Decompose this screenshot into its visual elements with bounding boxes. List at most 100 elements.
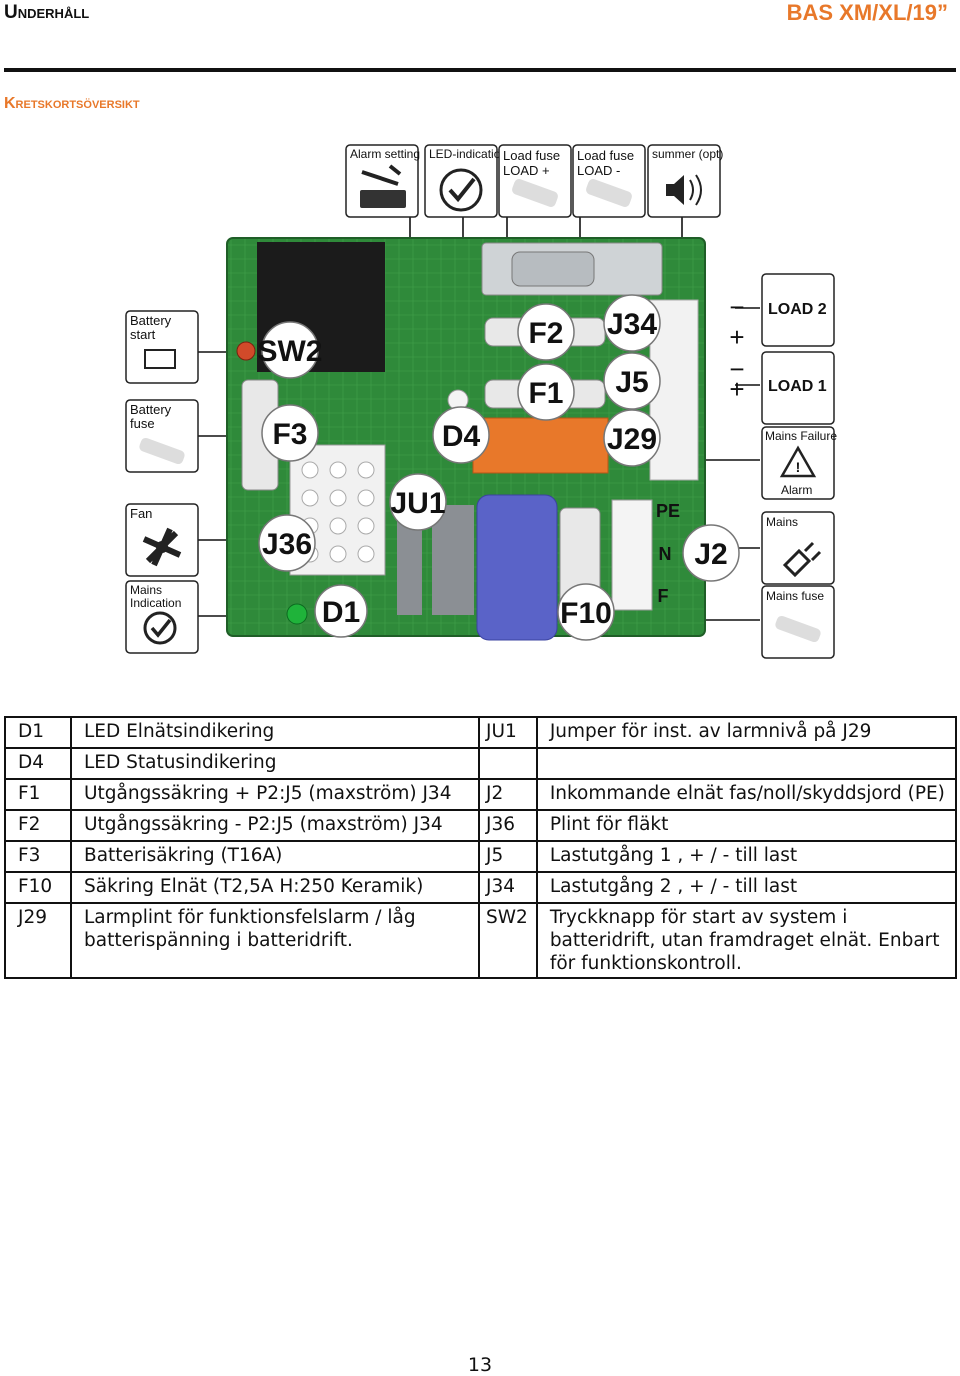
- card-mains-fuse: Mains fuse: [761, 585, 835, 659]
- circuit-board-diagram: SW2 F3 J36 D1 JU1 D4 F2 F1 J34 J5 J29 F1…: [125, 144, 837, 659]
- card-load-fuse-minus: Load fuse LOAD -: [572, 144, 646, 218]
- sw2-button: [236, 341, 256, 361]
- svg-text:Battery: Battery: [130, 313, 172, 328]
- card-mains: Mains: [761, 511, 835, 585]
- svg-text:summer (opt): summer (opt): [652, 147, 723, 161]
- svg-text:−: −: [729, 354, 744, 384]
- table-cell: Tryckknapp för start av system i batteri…: [535, 902, 958, 979]
- svg-text:Alarm setting: Alarm setting: [350, 147, 420, 161]
- table-cell: J34: [478, 871, 538, 904]
- table-cell: SW2: [478, 902, 538, 979]
- card-load-fuse-plus: Load fuse LOAD +: [498, 144, 572, 218]
- table-cell: Batterisäkring (T16A): [70, 840, 480, 873]
- right-cards: LOAD 2 LOAD 1 Mains Failure ! Alarm Main…: [761, 273, 837, 659]
- label-j36: J36: [262, 528, 312, 561]
- label-f3: F3: [272, 418, 307, 451]
- label-f10: F10: [560, 597, 612, 630]
- capacitor: [476, 494, 558, 641]
- card-led-indication: LED-indication: [424, 144, 507, 218]
- svg-text:Indication: Indication: [130, 596, 181, 610]
- svg-text:Mains: Mains: [130, 583, 162, 597]
- svg-text:LOAD 2: LOAD 2: [768, 301, 827, 318]
- page-title: Kretskortsöversikt: [4, 95, 140, 112]
- table-cell: D1: [4, 716, 72, 749]
- svg-text:LED-indication: LED-indication: [429, 147, 507, 161]
- table-cell: J5: [478, 840, 538, 873]
- svg-text:fuse: fuse: [130, 416, 155, 431]
- table-cell: Plint för fläkt: [535, 809, 958, 842]
- svg-text:Mains Failure: Mains Failure: [765, 429, 837, 443]
- label-j5: J5: [615, 366, 648, 399]
- label-d4: D4: [442, 420, 481, 453]
- table-cell: J29: [4, 902, 72, 979]
- svg-text:Load fuse: Load fuse: [577, 148, 634, 163]
- svg-text:+: +: [729, 374, 744, 404]
- table-cell: J36: [478, 809, 538, 842]
- svg-text:PE: PE: [656, 501, 680, 521]
- label-j29: J29: [607, 423, 657, 456]
- table-cell: Inkommande elnät fas/noll/skyddsjord (PE…: [535, 778, 958, 811]
- table-cell: J2: [478, 778, 538, 811]
- label-d1: D1: [322, 596, 360, 629]
- table-cell: JU1: [478, 716, 538, 749]
- label-f1: F1: [528, 377, 563, 410]
- card-load-2: LOAD 2: [761, 273, 835, 347]
- table-cell: Larmplint för funktionsfelslarm / låg ba…: [70, 902, 480, 979]
- table-cell: [535, 747, 958, 780]
- svg-text:LOAD 1: LOAD 1: [768, 378, 827, 395]
- svg-text:−: −: [729, 292, 744, 322]
- card-mains-failure: Mains Failure ! Alarm: [761, 426, 837, 500]
- table-cell: Utgångssäkring - P2:J5 (maxström) J34: [70, 809, 480, 842]
- svg-text:Battery: Battery: [130, 402, 172, 417]
- table-cell: Lastutgång 2 , + / - till last: [535, 871, 958, 904]
- table-cell: LED Elnätsindikering: [70, 716, 480, 749]
- svg-text:Fan: Fan: [130, 506, 152, 521]
- card-load-1: LOAD 1: [761, 351, 835, 425]
- svg-text:Mains fuse: Mains fuse: [766, 589, 824, 603]
- svg-text:start: start: [130, 327, 156, 342]
- label-j2: J2: [694, 538, 727, 571]
- svg-text:Load fuse: Load fuse: [503, 148, 560, 163]
- board-labels: SW2 F3 J36 D1 JU1 D4 F2 F1 J34 J5 J29 F1…: [257, 294, 740, 641]
- product-header: BAS XM/XL/19”: [786, 0, 948, 25]
- svg-text:LOAD -: LOAD -: [577, 163, 620, 178]
- page-number: 13: [467, 1354, 493, 1376]
- svg-text:Mains: Mains: [766, 515, 798, 529]
- table-cell: Jumper för inst. av larmnivå på J29: [535, 716, 958, 749]
- svg-text:N: N: [659, 544, 672, 564]
- svg-text:LOAD +: LOAD +: [503, 163, 550, 178]
- svg-text:Alarm: Alarm: [781, 483, 812, 497]
- label-ju1: JU1: [390, 487, 445, 520]
- label-sw2: SW2: [257, 335, 322, 368]
- label-j34: J34: [607, 308, 657, 341]
- mains-terminal: [611, 499, 653, 611]
- table-cell: Säkring Elnät (T2,5A H:250 Keramik): [70, 871, 480, 904]
- table-cell: D4: [4, 747, 72, 780]
- polarity-marks: − + − +: [729, 292, 744, 404]
- card-summer: summer (opt): [647, 144, 723, 218]
- card-alarm-setting: Alarm setting: [345, 144, 420, 218]
- top-cards: Alarm setting LED-indication Load fuse L…: [345, 144, 723, 218]
- svg-text:!: !: [796, 459, 801, 475]
- header-rule: [4, 68, 956, 72]
- table-cell: Utgångssäkring + P2:J5 (maxström) J34: [70, 778, 480, 811]
- relay: [472, 417, 609, 474]
- table-cell: F1: [4, 778, 72, 811]
- table-cell: F10: [4, 871, 72, 904]
- card-fan: Fan: [125, 503, 199, 577]
- table-cell: [478, 747, 538, 780]
- terminal-labels: PE N F: [656, 501, 680, 606]
- table-cell: Lastutgång 1 , + / - till last: [535, 840, 958, 873]
- svg-text:+: +: [729, 322, 744, 352]
- led-d1: [286, 603, 308, 625]
